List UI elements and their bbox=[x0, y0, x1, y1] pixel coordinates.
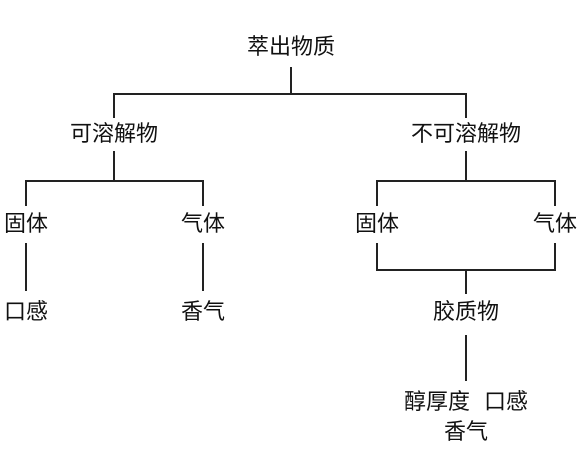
node-soluble-solid-result: 口感 bbox=[3, 300, 49, 325]
node-soluble-solid: 固体 bbox=[3, 212, 49, 237]
node-insoluble-solid: 固体 bbox=[354, 212, 400, 237]
node-soluble-gas: 气体 bbox=[180, 212, 226, 237]
node-insoluble-gas: 气体 bbox=[532, 212, 578, 237]
colloid-result-line2: 香气 bbox=[443, 420, 488, 445]
node-colloid-result: 醇厚度 口感 香气 bbox=[404, 388, 528, 448]
node-colloid: 胶质物 bbox=[432, 300, 500, 325]
node-insoluble: 不可溶解物 bbox=[410, 122, 522, 147]
node-root: 萃出物质 bbox=[246, 35, 336, 60]
node-soluble-gas-result: 香气 bbox=[180, 300, 226, 325]
node-soluble: 可溶解物 bbox=[69, 122, 159, 147]
colloid-result-line1: 醇厚度 口感 bbox=[404, 390, 528, 415]
